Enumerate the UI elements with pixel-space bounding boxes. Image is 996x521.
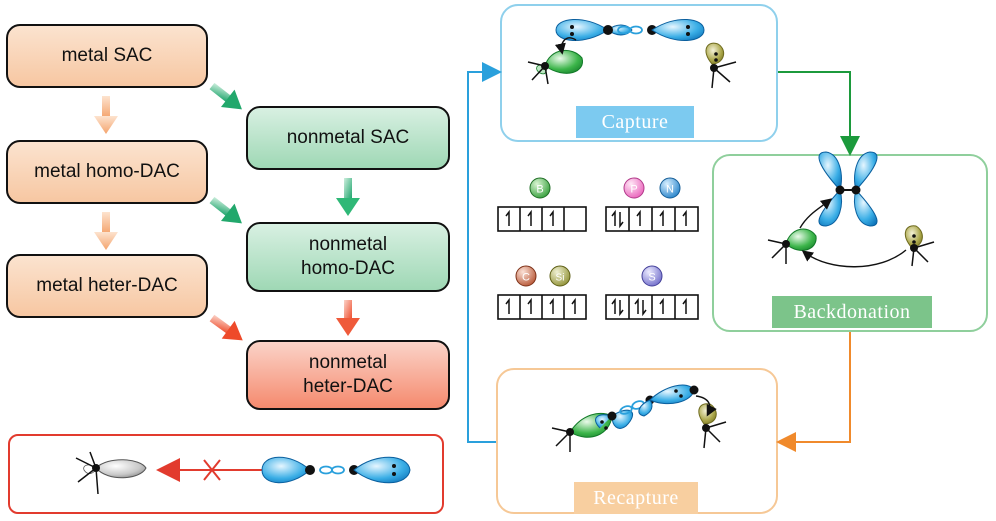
backdonation-tag-bg bbox=[772, 296, 932, 328]
element-c-si-group bbox=[497, 265, 587, 320]
cycle-line-backdonation-to-recapture bbox=[776, 332, 851, 452]
blocked-illustration bbox=[75, 451, 411, 495]
element-label-b: B bbox=[536, 184, 543, 196]
recapture-tag-bg bbox=[574, 482, 698, 514]
metal-heter-dac-box: metal heter-DAC bbox=[6, 254, 208, 318]
arrow-metal-sac-to-homo bbox=[94, 96, 118, 134]
metal-homo-dac-box: metal homo-DAC bbox=[6, 140, 208, 204]
nonmetal-sac-label: nonmetal SAC bbox=[286, 127, 410, 149]
nonmetal-heter-dac-label-line2: heter-DAC bbox=[303, 376, 393, 397]
capture-illustration bbox=[527, 18, 737, 89]
capture-tag: Capture bbox=[601, 110, 669, 133]
arrow-metal-sac-to-nonmetal-sac bbox=[209, 82, 242, 110]
nonmetal-homo-dac-label-line2: homo-DAC bbox=[301, 258, 395, 279]
element-label-si: Si bbox=[556, 273, 565, 284]
arrow-metal-homo-to-heter bbox=[94, 212, 118, 250]
orbital-boxes-s bbox=[605, 294, 699, 320]
nonmetal-sac-box: nonmetal SAC bbox=[246, 106, 450, 170]
orbital-boxes-b bbox=[497, 206, 587, 232]
nonmetal-heter-dac-label-line1: nonmetal bbox=[308, 352, 388, 374]
recapture-tag: Recapture bbox=[593, 486, 679, 509]
backdonation-tag: Backdonation bbox=[793, 300, 911, 323]
metal-sac-box: metal SAC bbox=[6, 24, 208, 88]
element-s-group bbox=[605, 265, 699, 320]
metal-heter-dac-label: metal heter-DAC bbox=[36, 275, 178, 297]
cycle-line-capture-to-backdonation bbox=[778, 71, 860, 156]
element-label-c: C bbox=[522, 272, 530, 284]
arrow-nonmetal-homo-to-heter bbox=[336, 300, 360, 336]
recapture-illustration bbox=[551, 384, 727, 452]
backdonation-illustration bbox=[767, 151, 935, 268]
element-p-n-group bbox=[605, 177, 699, 232]
nonmetal-homo-dac-label-line1: nonmetal bbox=[308, 234, 388, 256]
metal-homo-dac-label: metal homo-DAC bbox=[34, 161, 180, 183]
capture-tag-bg bbox=[576, 106, 694, 138]
orbital-boxes-p-n bbox=[605, 206, 699, 232]
element-b-group bbox=[497, 177, 587, 232]
element-label-s: S bbox=[648, 272, 655, 284]
metal-sac-label: metal SAC bbox=[61, 45, 153, 67]
arrow-nonmetal-sac-to-homo bbox=[336, 178, 360, 216]
element-label-n: N bbox=[666, 184, 674, 196]
nonmetal-heter-dac-box: nonmetal heter-DAC bbox=[246, 340, 450, 410]
element-label-p: P bbox=[630, 184, 637, 196]
arrow-metal-homo-to-nonmetal-homo bbox=[209, 196, 242, 224]
cycle-line-recapture-to-capture bbox=[467, 62, 502, 443]
orbital-boxes-c-si bbox=[497, 294, 587, 320]
nonmetal-homo-dac-box: nonmetal homo-DAC bbox=[246, 222, 450, 292]
arrow-metal-heter-to-nonmetal-heter bbox=[209, 314, 243, 341]
